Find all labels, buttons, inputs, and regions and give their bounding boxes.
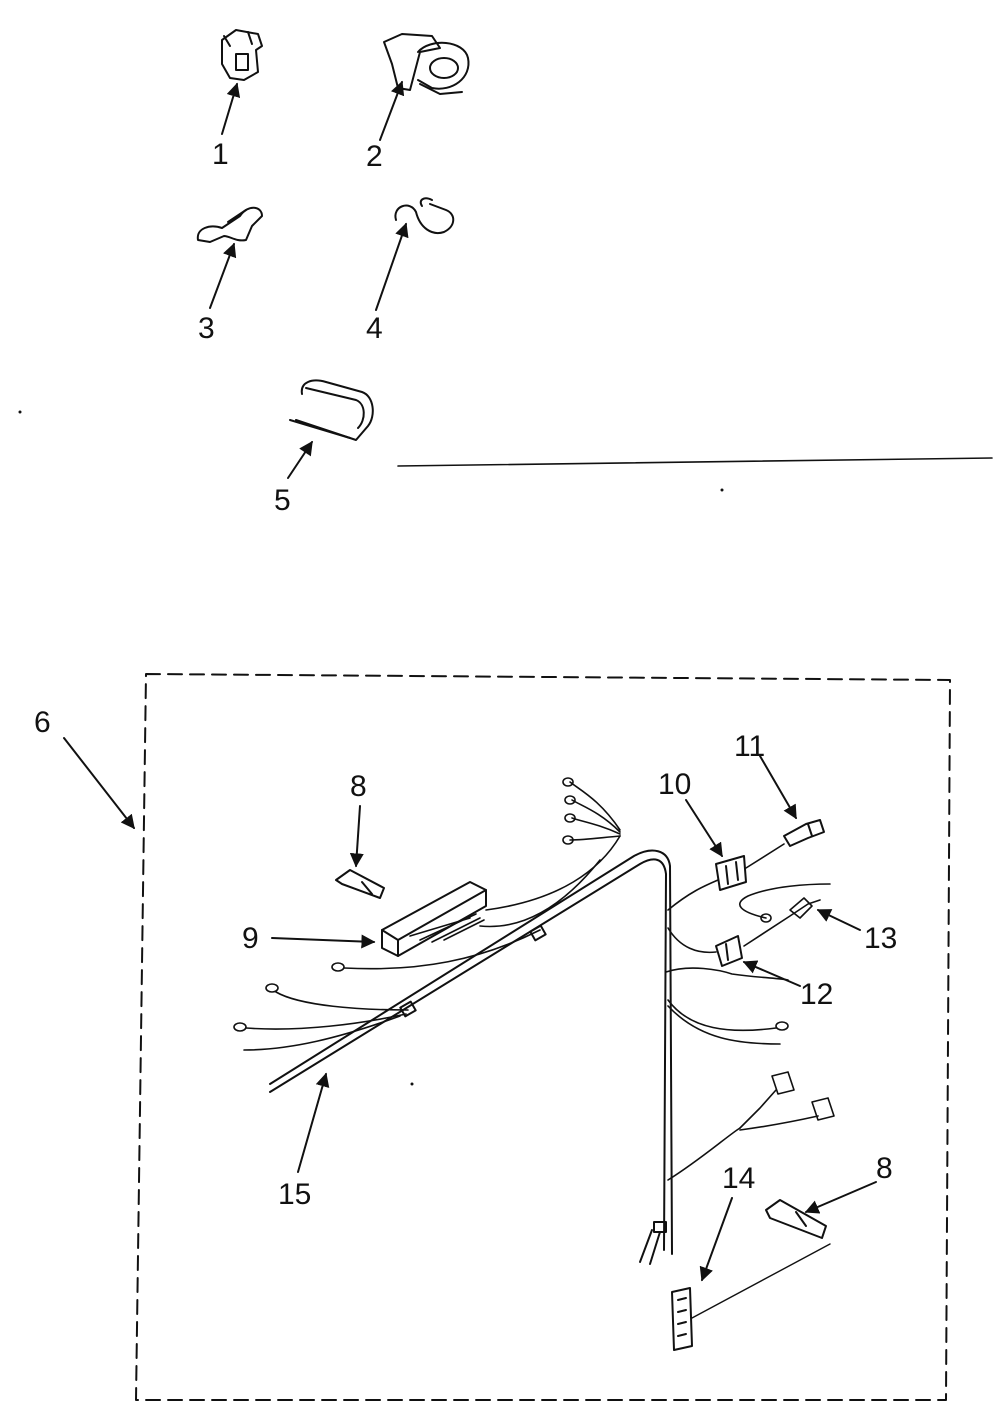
callout-13: 13 bbox=[864, 922, 898, 955]
leader-3 bbox=[209, 242, 237, 309]
harness-wire-10 bbox=[667, 879, 719, 911]
leader-9 bbox=[271, 934, 376, 949]
callout-11: 11 bbox=[734, 730, 766, 763]
leader-11 bbox=[759, 755, 797, 820]
callout-9: 9 bbox=[242, 922, 259, 955]
part-4-loop-clip bbox=[394, 197, 455, 234]
part-11-terminal bbox=[783, 819, 825, 847]
leader-2 bbox=[379, 80, 405, 141]
leader-8-lower bbox=[804, 1181, 877, 1214]
leader-1 bbox=[221, 82, 241, 135]
part-1-clip bbox=[221, 29, 263, 81]
part-14-connector bbox=[639, 1229, 693, 1351]
leader-14 bbox=[699, 1197, 733, 1282]
kit-boundary bbox=[135, 673, 951, 1401]
part-2-ring-clip bbox=[383, 33, 470, 95]
divider-line bbox=[397, 457, 993, 467]
callout-8-upper: 8 bbox=[350, 770, 367, 803]
harness-wire-11 bbox=[745, 843, 785, 869]
harness-wires-left bbox=[233, 929, 541, 1051]
callout-1: 1 bbox=[212, 138, 229, 171]
harness-wire-12 bbox=[667, 927, 717, 954]
leader-12 bbox=[742, 960, 801, 987]
callout-6: 6 bbox=[34, 706, 51, 739]
harness-wires-right bbox=[665, 967, 835, 1181]
part-5-sleeve bbox=[289, 379, 374, 441]
callout-5: 5 bbox=[274, 484, 291, 517]
leader-8-upper bbox=[349, 805, 364, 868]
callout-4: 4 bbox=[366, 312, 383, 345]
part-9-connector-block bbox=[381, 881, 487, 957]
leader-15 bbox=[297, 1072, 330, 1173]
part-10-connector bbox=[715, 855, 747, 891]
leader-5 bbox=[287, 440, 313, 479]
part-12-connector bbox=[715, 935, 743, 967]
part-3-hook-clip bbox=[196, 206, 263, 243]
callout-8-lower: 8 bbox=[876, 1152, 893, 1185]
part-8-terminal-lower bbox=[765, 1199, 827, 1239]
callout-12: 12 bbox=[800, 978, 834, 1011]
callout-14: 14 bbox=[722, 1162, 756, 1195]
leader-6 bbox=[63, 737, 135, 830]
leader-4 bbox=[375, 222, 409, 311]
harness-wires-upper bbox=[409, 777, 621, 943]
leader-10 bbox=[685, 799, 723, 858]
callout-10: 10 bbox=[658, 768, 692, 801]
callout-2: 2 bbox=[366, 140, 383, 173]
leader-13 bbox=[816, 909, 861, 931]
connector-link bbox=[691, 1243, 831, 1319]
callout-3: 3 bbox=[198, 312, 215, 345]
part-15-harness-trunk bbox=[269, 849, 673, 1255]
part-8-terminal-upper bbox=[335, 869, 385, 899]
callout-15: 15 bbox=[278, 1178, 312, 1211]
part-13-terminal bbox=[739, 883, 831, 947]
